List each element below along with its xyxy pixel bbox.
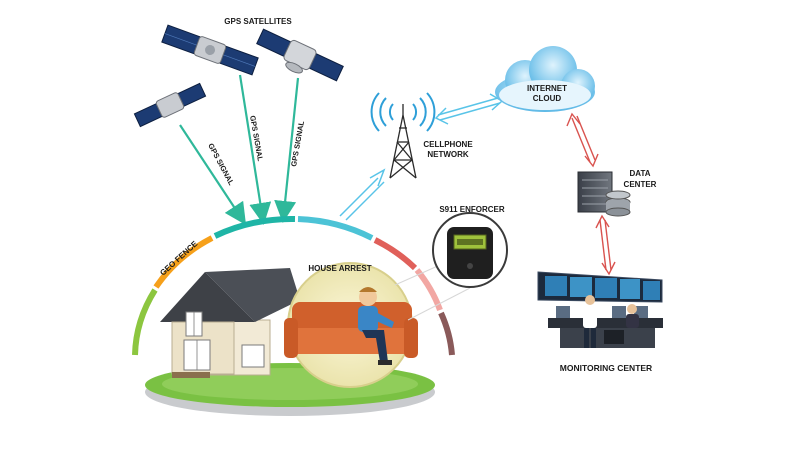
cellphone-label-line2: NETWORK (427, 150, 469, 159)
satellite-icon (133, 82, 207, 128)
radio-waves-icon (370, 92, 436, 132)
monitoring-operators-icon (537, 271, 663, 348)
enforcer-label: S911 ENFORCER (439, 205, 505, 214)
internet-label-line1: INTERNET (527, 84, 567, 93)
house-arrest-label: HOUSE ARREST (308, 264, 371, 273)
server-icon (577, 171, 631, 217)
link-arrow-datacenter-to-monitoring (595, 214, 616, 276)
gps-signal-arrow (274, 77, 300, 223)
satellite-icon (161, 24, 259, 76)
monitoring-center-label: MONITORING CENTER (560, 363, 652, 373)
zoom-line (394, 264, 441, 286)
ankle-monitor-device-icon (447, 227, 493, 279)
data-center-label-line2: CENTER (624, 180, 657, 189)
data-center-label-line1: DATA (629, 169, 650, 178)
cell-tower-icon (389, 104, 417, 179)
gps-signal-label: GPS SIGNAL (206, 142, 236, 187)
person-on-couch-icon (284, 287, 418, 365)
internet-label-line2: CLOUD (533, 94, 562, 103)
cloud-icon (495, 46, 595, 112)
geo-fence-arc (132, 215, 455, 356)
satellite-icon (256, 28, 344, 82)
gps-signal-arrow (238, 74, 272, 225)
link-arrow-tower-to-cloud (434, 93, 504, 125)
zoom-line (407, 287, 471, 321)
gps-satellites-label: GPS SATELLITES (224, 17, 292, 26)
gps-signal-arrow (179, 124, 247, 226)
cellphone-label-line1: CELLPHONE (423, 140, 473, 149)
geo-fence-label: GEO FENCE (158, 239, 200, 278)
link-arrow-cloud-to-datacenter (566, 112, 599, 168)
house-icon (160, 268, 300, 378)
link-arrow-fence-to-tower (339, 168, 386, 221)
